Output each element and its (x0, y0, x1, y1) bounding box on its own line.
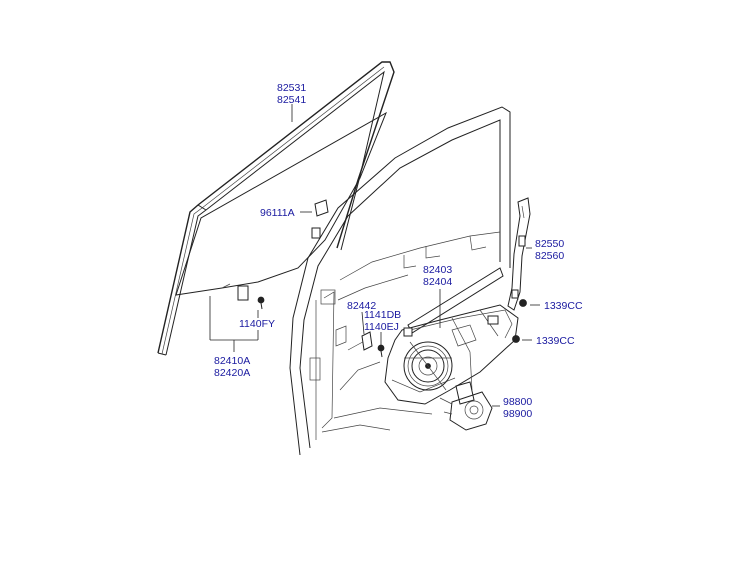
label-glass-bolt: 1140FY (239, 318, 275, 330)
regulator-rail (507, 197, 531, 311)
window-regulator (384, 267, 519, 405)
label-motor-b: 98900 (503, 408, 532, 420)
label-regulator-b: 82404 (423, 276, 452, 288)
grommet-part (361, 331, 373, 351)
door-inner-panel (289, 106, 511, 456)
label-bolt-1339-top: 1339CC (544, 300, 583, 312)
label-glass-b: 82420A (214, 367, 250, 379)
bolt-1141-part (377, 344, 385, 358)
regulator-motor (439, 381, 493, 431)
leader-lines (209, 104, 540, 407)
label-channel-b: 82541 (277, 94, 306, 106)
clip-part (314, 199, 329, 217)
label-clip: 96111A (260, 207, 295, 219)
label-bolt-1141: 1141DB (364, 309, 401, 321)
label-rail-a: 82550 (535, 238, 564, 250)
bolt-1339-top-part (519, 299, 527, 307)
label-rail-b: 82560 (535, 250, 564, 262)
label-channel-a: 82531 (277, 82, 306, 94)
label-grommet: 82442 (347, 300, 376, 312)
label-regulator-a: 82403 (423, 264, 452, 276)
bolt-1339-bottom-part (512, 335, 520, 343)
glass-bolt-part (257, 296, 265, 310)
glass-run-channel (157, 61, 395, 356)
label-bolt-1339-bottom: 1339CC (536, 335, 575, 347)
label-motor-a: 98800 (503, 396, 532, 408)
door-glass (175, 111, 387, 301)
label-bolt-1140: 1140EJ (364, 321, 399, 333)
label-glass-a: 82410A (214, 355, 250, 367)
